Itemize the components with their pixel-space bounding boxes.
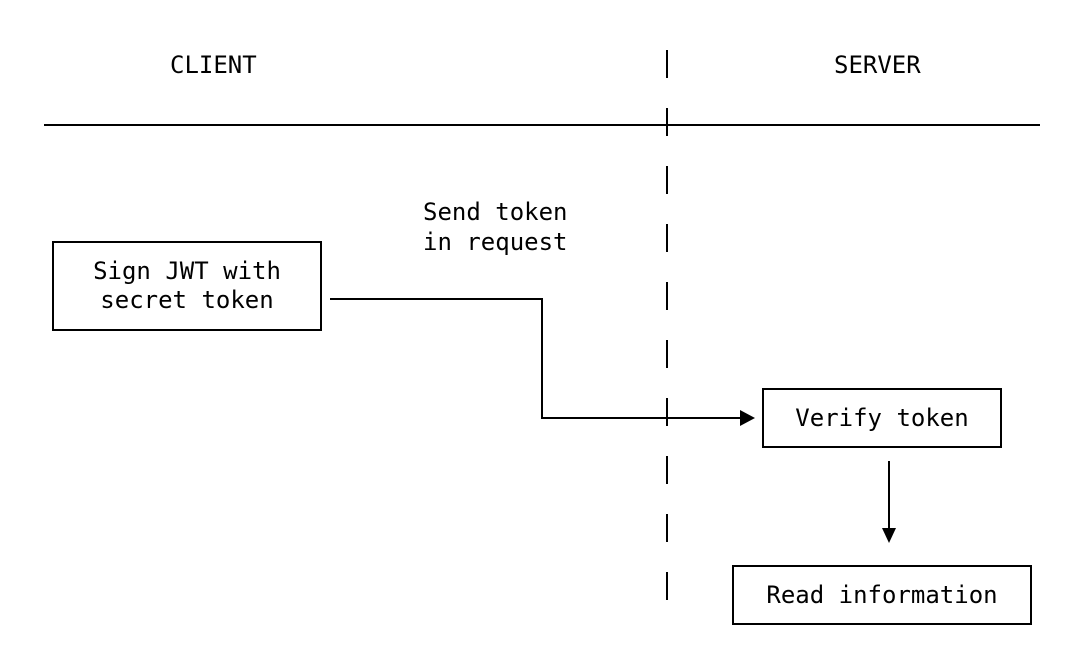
sign-jwt-line-1: Sign JWT with (93, 257, 281, 285)
sign-jwt-line-2: secret token (100, 286, 274, 314)
read-information-box: Read information (732, 565, 1032, 625)
read-information-label: Read information (766, 580, 998, 609)
send-token-label-line-2: in request (423, 228, 568, 256)
send-token-connector (330, 298, 752, 419)
send-token-label: Send token in request (423, 197, 568, 257)
send-token-label-line-1: Send token (423, 198, 568, 226)
verify-to-read-arrowhead (882, 528, 896, 543)
client-column-label: CLIENT (170, 51, 257, 79)
server-column-label: SERVER (834, 51, 921, 79)
verify-token-label: Verify token (795, 403, 969, 432)
sign-jwt-box: Sign JWT with secret token (52, 241, 322, 331)
verify-token-box: Verify token (762, 388, 1002, 448)
send-token-arrowhead (740, 410, 755, 426)
